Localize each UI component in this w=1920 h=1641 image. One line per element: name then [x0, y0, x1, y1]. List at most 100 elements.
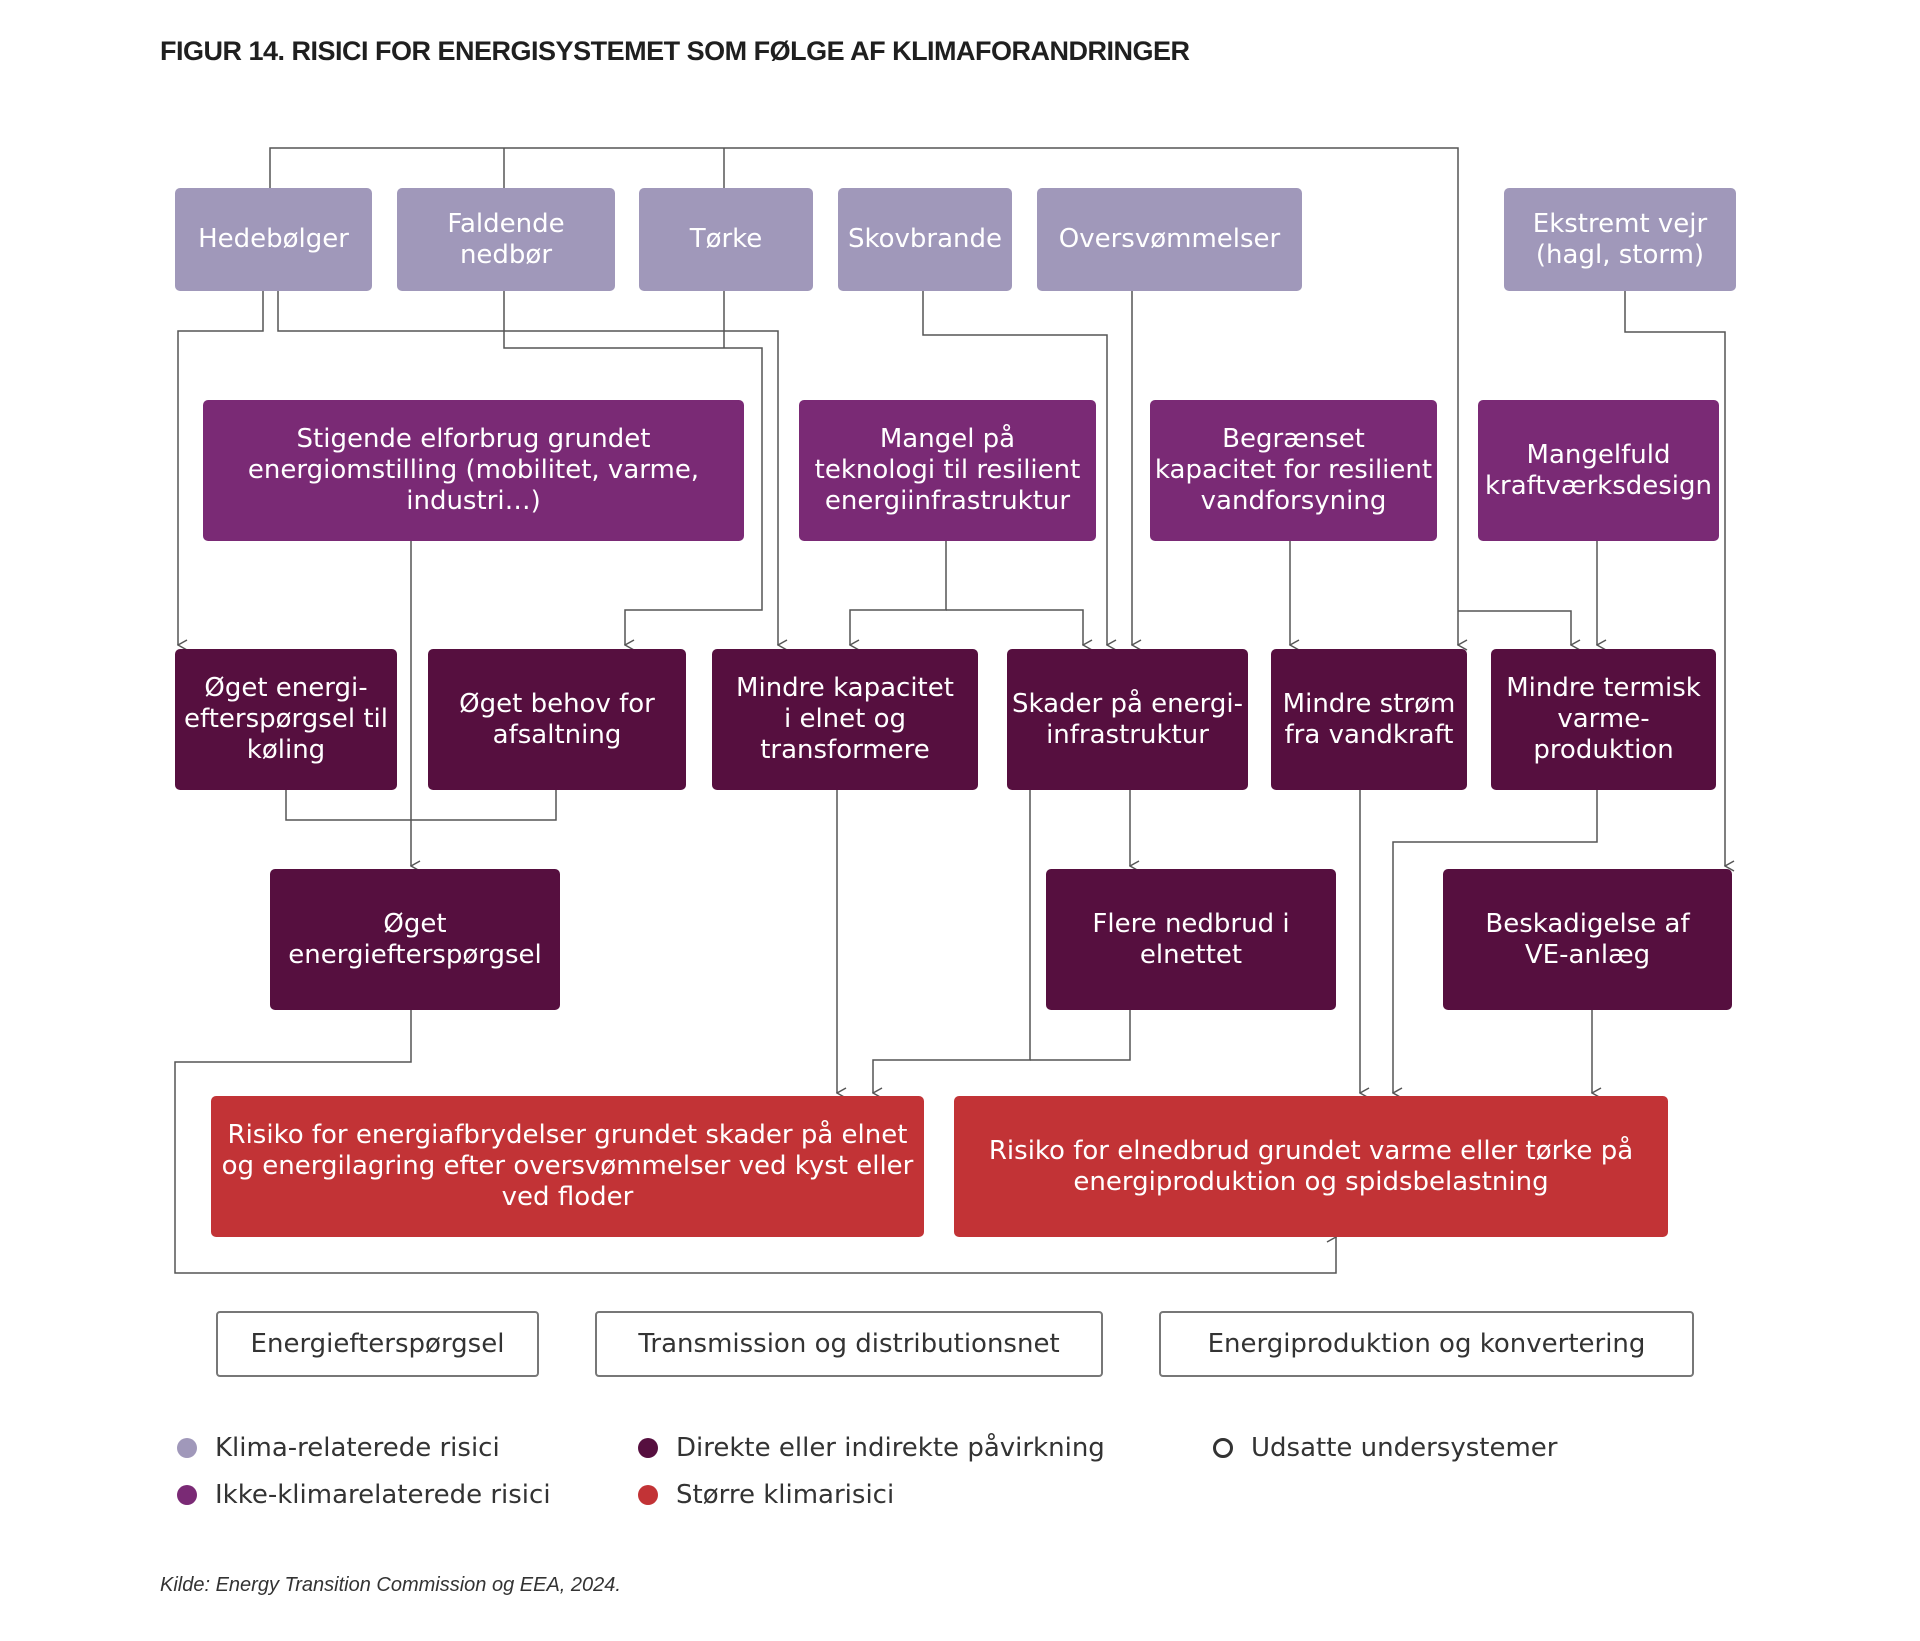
node-label-line: energiproduktion og spidsbelastning — [1073, 1166, 1549, 1197]
node-label-line: kapacitet for resilient — [1154, 455, 1433, 485]
node-risiko-elnedbrud: Risiko for elnedbrud grundet varme eller… — [954, 1096, 1668, 1237]
node-label: Skovbrande — [848, 224, 1002, 255]
node-label-line: industri…) — [406, 486, 541, 516]
node-label-line: Beskadigelse af — [1485, 908, 1690, 939]
legend-item-direkte: Direkte eller indirekte påvirkning — [638, 1433, 1105, 1463]
legend-item-klima: Klima-relaterede risici — [177, 1433, 500, 1463]
node-hedebolger: Hedebølger — [175, 188, 372, 291]
node-label-line: Tørke — [689, 224, 763, 254]
connector-ekstremt-beskadigelse — [1624, 290, 1725, 866]
node-label-line: Øget energi- — [204, 673, 368, 703]
node-label-line: varme- — [1557, 704, 1650, 734]
node-torke: Tørke — [639, 188, 813, 291]
connector-koling-join — [285, 788, 557, 821]
legend-dot-klima — [177, 1438, 197, 1458]
node-risiko-afbrydelser: Risiko for energiafbrydelser grundet ska… — [211, 1096, 924, 1237]
connector-teknologi-split — [850, 540, 947, 645]
node-label-line: Mindre kapacitet — [736, 673, 954, 703]
node-label-line: Risiko for elnedbrud grundet varme eller… — [988, 1135, 1634, 1166]
node-label-line: VE-anlæg — [1524, 939, 1651, 970]
legend-label-klima: Klima-relaterede risici — [215, 1433, 500, 1463]
node-label: Risiko for energiafbrydelser grundet ska… — [222, 1120, 914, 1213]
node-label-line: i elnet og — [783, 704, 907, 734]
connector-top-bus-termisk — [1458, 610, 1571, 645]
node-skovbrande: Skovbrande — [838, 188, 1012, 291]
node-skader-infrastruktur: Skader på energi-infrastruktur — [1007, 649, 1248, 790]
node-label-line: Risiko for energiafbrydelser grundet ska… — [227, 1120, 908, 1150]
node-label-line: Oversvømmelser — [1058, 224, 1281, 254]
node-label: Oversvømmelser — [1059, 224, 1280, 255]
connector-hedebolger-koling — [178, 290, 264, 645]
node-label-line: køling — [246, 735, 326, 765]
node-oversvommelser: Oversvømmelser — [1037, 188, 1302, 291]
connector-faldende-afsaltning — [503, 290, 763, 645]
node-label-line: Stigende elforbrug grundet — [296, 424, 651, 454]
connector-efterspoergsel-elnedbrud — [174, 1008, 1336, 1274]
legend-item-ikke-klima: Ikke-klimarelaterede risici — [177, 1480, 551, 1510]
legend-item-stoerre: Større klimarisici — [638, 1480, 894, 1510]
node-label-line: efterspørgsel til — [184, 704, 388, 734]
figure-title: FIGUR 14. RISICI FOR ENERGISYSTEMET SOM … — [160, 36, 1190, 66]
node-label-line: energiomstilling (mobilitet, varme, — [247, 455, 700, 485]
node-label-line: Begrænset — [1222, 424, 1365, 454]
node-label-line: (hagl, storm) — [1535, 239, 1705, 270]
legend-dot-direkte — [638, 1438, 658, 1458]
node-label: Hedebølger — [198, 224, 349, 255]
source-note: Kilde: Energy Transition Commission og E… — [160, 1574, 621, 1596]
node-label: Skader på energi-infrastruktur — [1012, 689, 1243, 751]
legend-dot-ikke-klima — [177, 1485, 197, 1505]
node-label-line: energiefterspørgsel — [288, 939, 542, 970]
node-label-line: ved floder — [501, 1182, 634, 1212]
node-label-line: nedbør — [459, 239, 553, 270]
node-label-line: Mangelfuld — [1526, 439, 1671, 470]
connector-nedbrud-join — [1030, 1008, 1131, 1061]
connector-termisk-elnedbrud — [1393, 788, 1598, 1093]
node-label: Tørke — [690, 224, 763, 255]
subsystem-energiefterspoergsel: Energiefterspørgsel — [216, 1311, 539, 1377]
node-label-line: elnettet — [1139, 939, 1243, 970]
node-label: Ekstremt vejr(hagl, storm) — [1533, 209, 1707, 271]
legend-label-ikke-klima: Ikke-klimarelaterede risici — [215, 1480, 551, 1510]
legend-label-udsatte: Udsatte undersystemer — [1251, 1433, 1558, 1463]
node-label-line: afsaltning — [492, 719, 622, 750]
node-label-line: infrastruktur — [1046, 719, 1209, 750]
node-label-line: transformere — [760, 735, 930, 765]
node-label-line: kraftværksdesign — [1484, 470, 1713, 501]
subsystem-transmission: Transmission og distributionsnet — [595, 1311, 1103, 1377]
node-label-line: fra vandkraft — [1284, 719, 1454, 750]
connector-skader-afbrydelser — [873, 788, 1031, 1093]
node-label-line: Øget behov for — [459, 688, 655, 719]
node-label-line: energiinfrastruktur — [824, 486, 1071, 516]
connector-skovbrande-skader — [922, 290, 1107, 645]
node-label-line: Flere nedbrud i — [1092, 908, 1290, 939]
node-label-line: Skovbrande — [847, 224, 1003, 254]
node-label-line: produktion — [1533, 735, 1674, 765]
legend-dot-stoerre — [638, 1485, 658, 1505]
node-label-line: vandforsyning — [1200, 486, 1387, 516]
node-label-line: teknologi til resilient — [814, 455, 1081, 485]
subsystem-energiproduktion: Energiproduktion og konvertering — [1159, 1311, 1694, 1377]
node-label-line: Mangel på — [879, 424, 1016, 454]
legend-label-direkte: Direkte eller indirekte påvirkning — [676, 1433, 1105, 1463]
node-label-line: Mindre strøm — [1282, 688, 1456, 719]
connector-top-bus — [269, 147, 1458, 645]
node-label: Risiko for elnedbrud grundet varme eller… — [989, 1136, 1633, 1198]
